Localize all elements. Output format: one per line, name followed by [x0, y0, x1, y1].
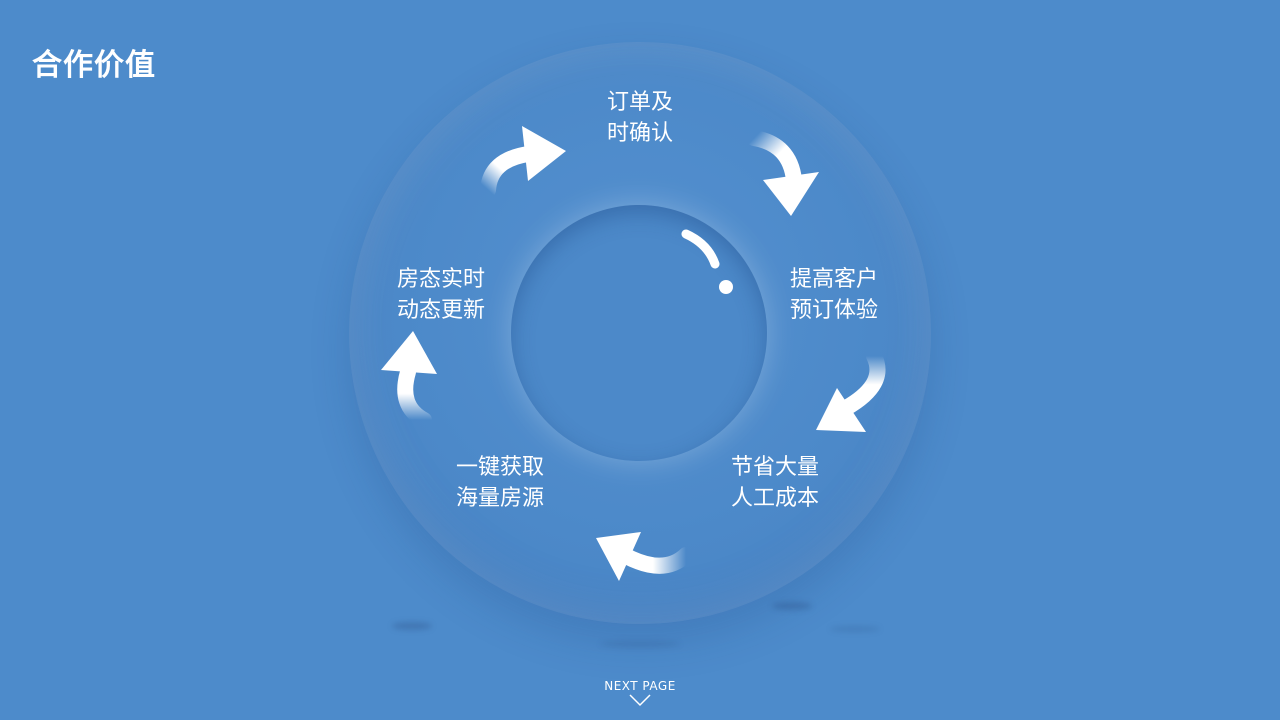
cycle-step-line: 人工成本	[731, 486, 820, 511]
highlight-mark	[681, 229, 733, 294]
cycle-step: 提高客户 预订体验	[790, 264, 878, 326]
floor-shadow	[392, 622, 432, 630]
cycle-step-line: 订单及	[607, 90, 674, 115]
arrow-icon	[381, 331, 437, 428]
cycle-step: 订单及 时确认	[607, 87, 673, 149]
cycle-step: 一键获取 海量房源	[456, 452, 544, 514]
floor-shadow	[772, 602, 812, 610]
next-page-button[interactable]: NEXT PAGE	[604, 679, 676, 693]
page-title: 合作价值	[32, 48, 156, 83]
cycle-step-line: 时确认	[607, 121, 674, 146]
arrow-icon	[480, 126, 566, 198]
inner-circle	[511, 205, 767, 461]
cycle-step-line: 提高客户	[790, 267, 879, 292]
floor-shadow	[600, 640, 680, 648]
cycle-step-line: 动态更新	[397, 298, 486, 323]
cycle-step-line: 海量房源	[456, 486, 545, 511]
cycle-step-line: 一键获取	[456, 455, 545, 480]
cycle-step-line: 预订体验	[790, 298, 879, 323]
arrow-icon	[746, 130, 819, 216]
cycle-step: 节省大量 人工成本	[731, 452, 819, 514]
chevron-down-icon[interactable]	[629, 693, 651, 707]
cycle-step-line: 节省大量	[731, 455, 820, 480]
cycle-step: 房态实时 动态更新	[397, 264, 485, 326]
floor-shadow	[830, 626, 880, 632]
arrow-icon	[596, 532, 694, 581]
cycle-step-line: 房态实时	[397, 267, 486, 292]
arrow-icon	[816, 348, 886, 432]
